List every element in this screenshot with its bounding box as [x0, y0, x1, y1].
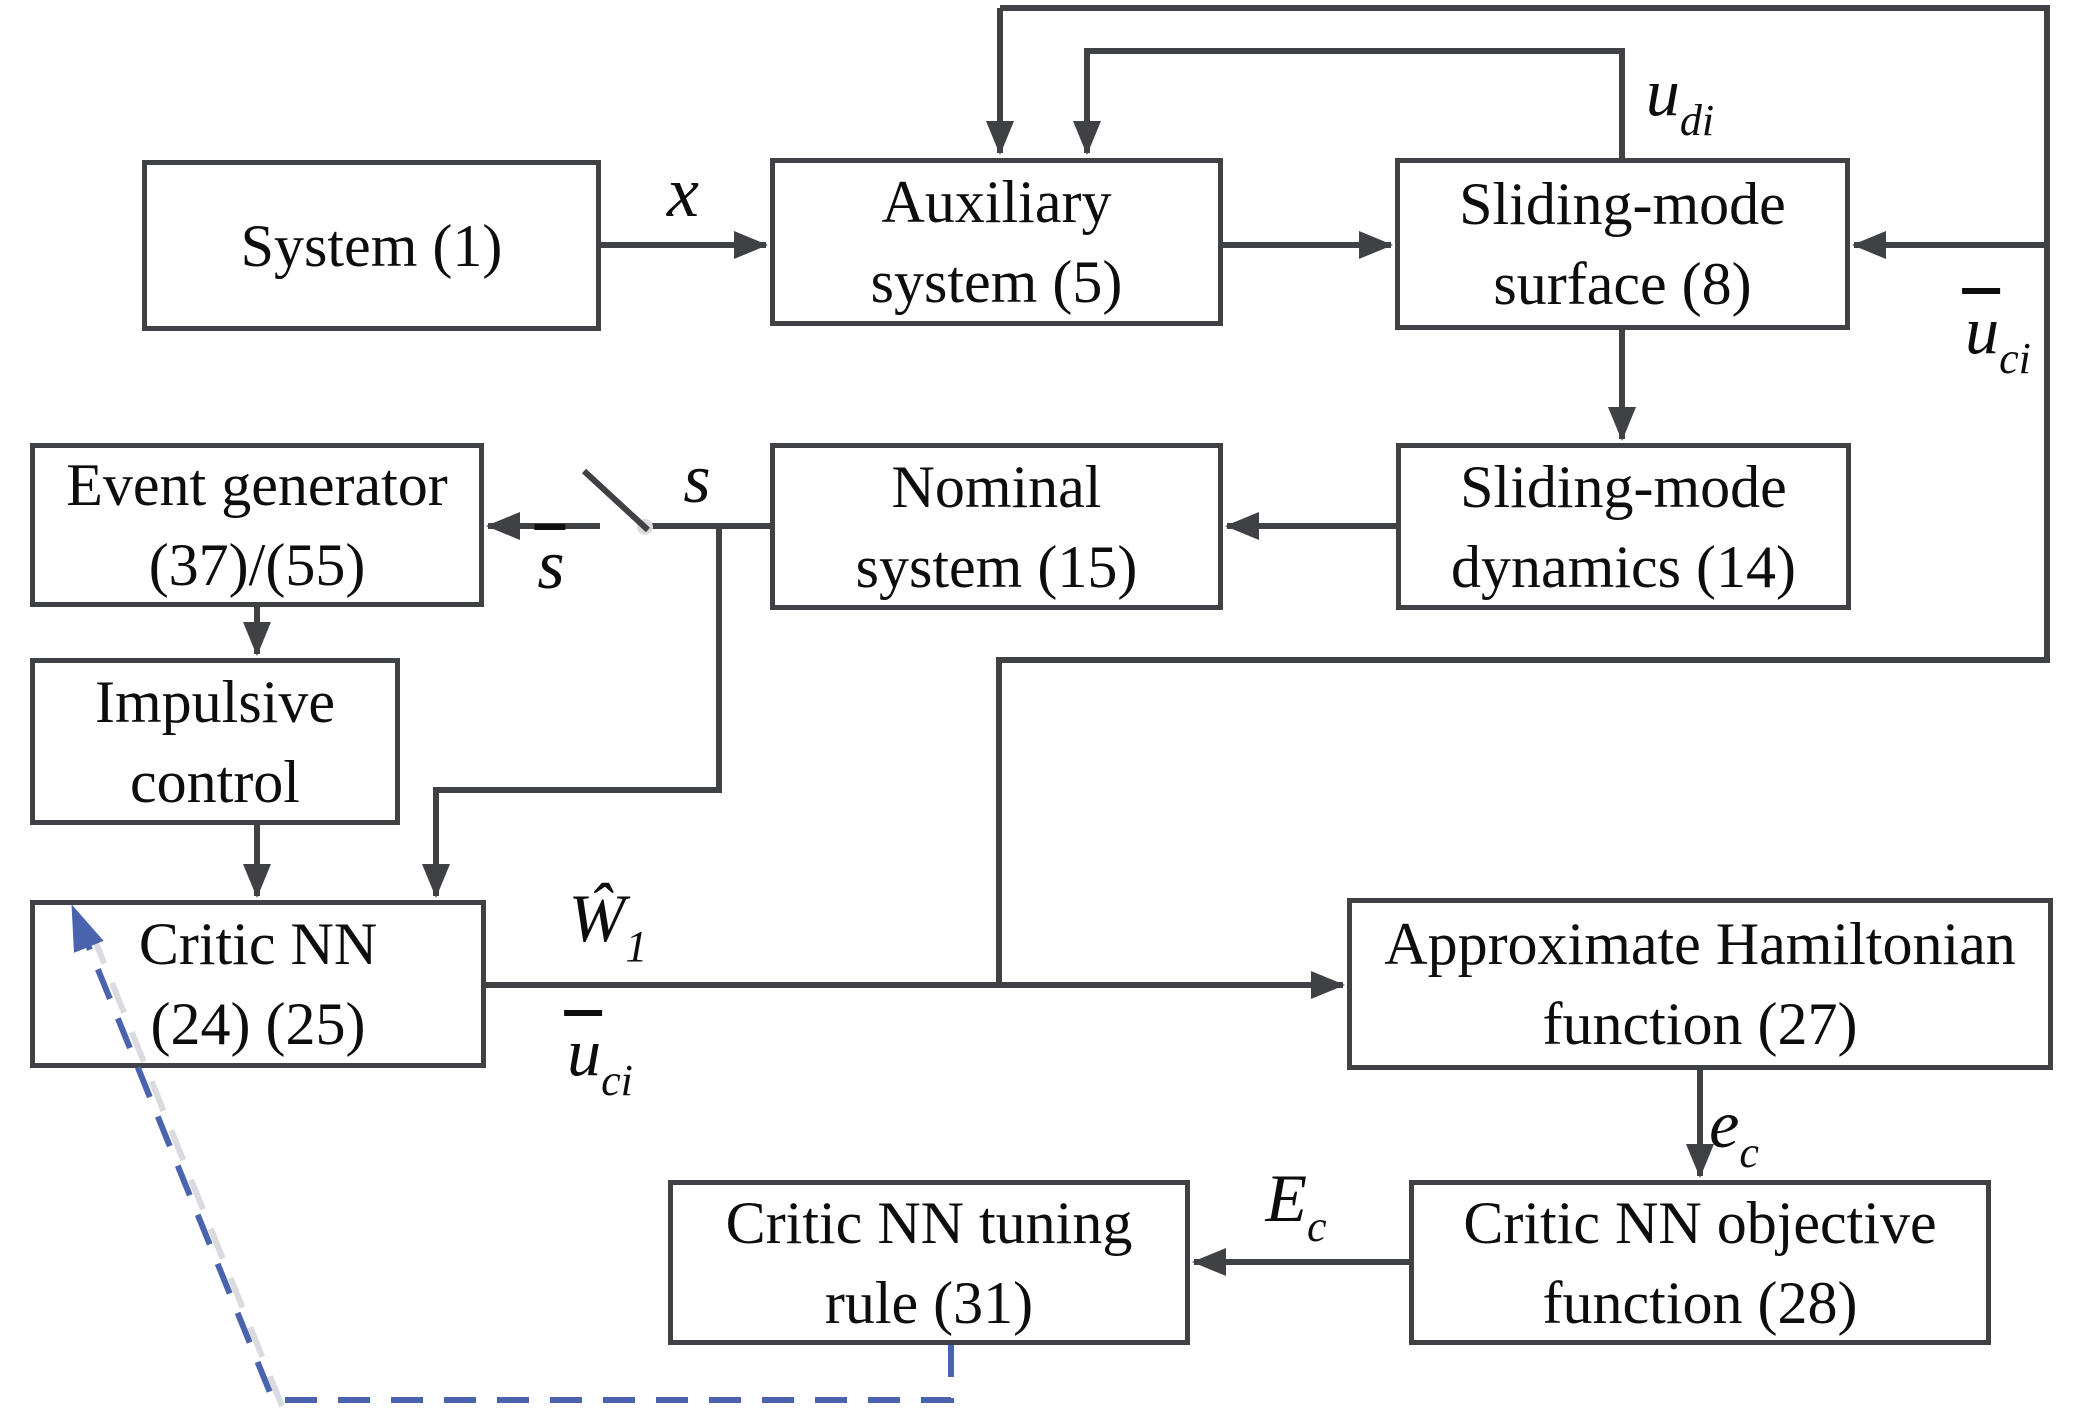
box-event-line2: (37)/(55) — [148, 532, 366, 598]
box-dynamics-line2: dynamics (14) — [1451, 533, 1796, 600]
switch-blade — [581, 468, 651, 533]
signal-s: s — [683, 445, 710, 515]
box-critic-nn: Critic NN (24) (25) — [30, 900, 486, 1068]
signal-u-di: udi — [1646, 58, 1714, 143]
switch-pivot-dot — [637, 519, 653, 535]
signal-E-c: Ec — [1265, 1164, 1326, 1249]
box-auxiliary-system: Auxiliary system (5) — [770, 158, 1223, 326]
signal-u-ci-bar-out-sub: ci — [601, 1056, 633, 1105]
box-hamiltonian-line2: function (27) — [1542, 991, 1858, 1057]
box-critic-line2: (24) (25) — [150, 991, 366, 1057]
box-system-label: System (1) — [240, 212, 503, 279]
signal-u-ci-bar-out-overline: u — [564, 1010, 603, 1086]
signal-u-ci-bar-top-main: u — [1965, 292, 2000, 368]
signal-e-c-sub: c — [1739, 1128, 1759, 1177]
box-surface-line1: Sliding-mode — [1459, 171, 1786, 237]
signal-u-ci-bar-top: uci — [1962, 288, 2031, 381]
signal-s-bar: s — [534, 524, 566, 601]
box-critic-nn-objective: Critic NN objective function (28) — [1409, 1180, 1991, 1345]
box-objective-line2: function (28) — [1542, 1269, 1858, 1336]
box-critic-line1: Critic NN — [138, 911, 378, 977]
box-impulsive-control: Impulsive control — [30, 658, 400, 825]
signal-w-hat-sub: 1 — [625, 922, 648, 971]
signal-u-ci-bar-top-sub: ci — [1999, 334, 2031, 383]
signal-u-ci-bar-out: uci — [564, 1010, 633, 1103]
signal-E-c-sub: c — [1307, 1202, 1327, 1251]
signal-s-bar-overline: s — [534, 524, 566, 601]
signal-e-c-main: e — [1709, 1086, 1740, 1162]
signal-x: x — [667, 156, 699, 228]
signal-s-main: s — [683, 441, 711, 518]
box-hamiltonian-line1: Approximate Hamiltonian — [1384, 911, 2016, 977]
signal-u-di-sub: di — [1679, 96, 1715, 145]
box-critic-nn-tuning-rule: Critic NN tuning rule (31) — [668, 1180, 1190, 1345]
box-event-line1: Event generator — [66, 452, 448, 518]
box-nominal-line2: system (15) — [855, 533, 1138, 600]
signal-u-ci-bar-top-overline: u — [1962, 288, 2001, 364]
signal-u-ci-bar-out-main: u — [567, 1014, 602, 1090]
box-approximate-hamiltonian: Approximate Hamiltonian function (27) — [1347, 898, 2053, 1070]
signal-w-hat-1: Ŵ1 — [569, 884, 648, 969]
signal-w-hat-main: Ŵ — [568, 880, 626, 956]
box-auxiliary-line2: system (5) — [870, 249, 1123, 315]
box-system: System (1) — [142, 160, 601, 331]
signal-E-c-main: E — [1265, 1160, 1308, 1236]
signal-e-c: ec — [1709, 1090, 1759, 1175]
box-objective-line1: Critic NN objective — [1463, 1189, 1937, 1256]
box-nominal-system: Nominal system (15) — [770, 443, 1223, 610]
box-dynamics-line1: Sliding-mode — [1460, 453, 1787, 520]
box-tuning-line2: rule (31) — [824, 1269, 1034, 1336]
box-event-generator: Event generator (37)/(55) — [30, 443, 484, 607]
box-surface-line2: surface (8) — [1493, 251, 1752, 317]
signal-s-bar-main: s — [537, 527, 565, 604]
box-sliding-mode-surface: Sliding-mode surface (8) — [1395, 158, 1850, 330]
box-sliding-mode-dynamics: Sliding-mode dynamics (14) — [1396, 443, 1851, 610]
u-di-loop-arrow — [1073, 48, 1625, 160]
box-tuning-line1: Critic NN tuning — [725, 1189, 1133, 1256]
box-auxiliary-line1: Auxiliary — [881, 169, 1112, 235]
signal-x-main: x — [667, 152, 699, 232]
box-nominal-line1: Nominal — [891, 453, 1102, 520]
box-impulsive-line2: control — [130, 748, 300, 815]
signal-u-di-main: u — [1645, 54, 1680, 130]
box-impulsive-line1: Impulsive — [95, 668, 335, 735]
